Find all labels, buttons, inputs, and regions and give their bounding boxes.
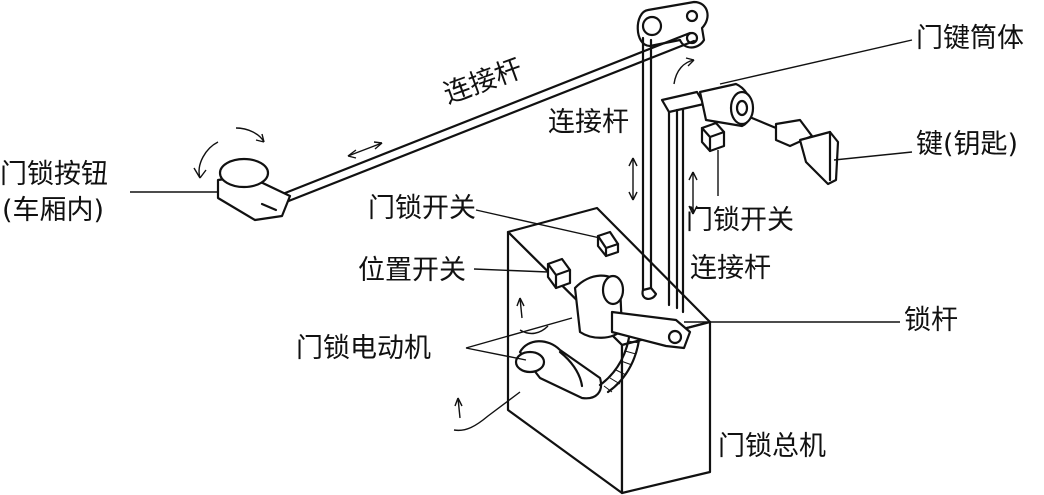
movement-arrows: [193, 57, 698, 432]
door-lock-switch-box-left: [596, 230, 620, 258]
link-rod-lower-label: 连接杆: [690, 253, 771, 284]
position-switch-label: 位置开关: [358, 255, 466, 286]
link-rod-vertical-right: [660, 90, 706, 314]
key-cylinder-label: 门键筒体: [916, 23, 1024, 54]
lock-lever-part: [610, 310, 692, 350]
lock-lever-label: 锁杆: [904, 305, 958, 336]
link-rod-middle-label: 连接杆: [548, 107, 629, 138]
leader-lines: [130, 39, 913, 361]
door-lock-switch-left-label: 门锁开关: [368, 193, 476, 224]
door-lock-motor-label: 门锁电动机: [296, 333, 431, 364]
door-lock-switch-right-label: 门锁开关: [686, 205, 794, 236]
door-lock-assembly-label: 门锁总机: [718, 431, 826, 462]
key-label: 键(钥匙): [916, 129, 1019, 160]
position-switch-box: [546, 257, 572, 290]
door-lock-motor-lower: [514, 340, 603, 400]
door-lock-switch-box-right: [700, 121, 726, 153]
door-lock-button-part: [216, 157, 292, 222]
door-lock-button-label: 门锁按钮: [0, 159, 108, 190]
key-part: [750, 116, 840, 186]
link-rod-diagonal: [273, 31, 696, 206]
link-rod-vertical-left: [641, 36, 658, 300]
key-cylinder-part: [698, 82, 755, 128]
car-interior-label: (车厢内): [2, 195, 105, 226]
door-lock-motor-upper: [573, 274, 625, 339]
